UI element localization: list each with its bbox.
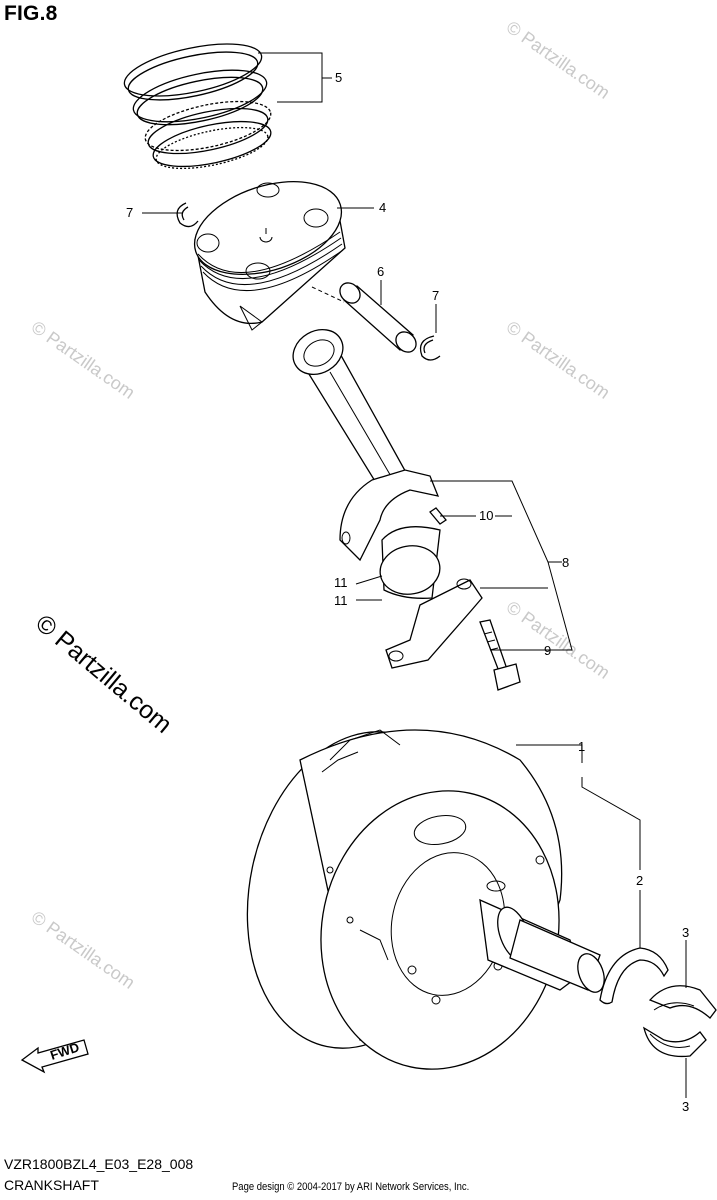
crankshaft-assembly[interactable] bbox=[219, 711, 609, 1092]
fwd-arrow-icon: FWD bbox=[20, 1039, 89, 1074]
callout-11-upper: 11 bbox=[334, 575, 348, 590]
callout-8: 8 bbox=[562, 555, 569, 570]
callout-7-right: 7 bbox=[432, 288, 439, 303]
page-credit: Page design © 2004-2017 by ARI Network S… bbox=[232, 1181, 470, 1193]
piston[interactable] bbox=[183, 165, 354, 331]
callout-3-lower: 3 bbox=[682, 1099, 689, 1114]
callout-7-left: 7 bbox=[126, 205, 133, 220]
callout-5: 5 bbox=[335, 70, 342, 85]
piston-ring-set[interactable] bbox=[120, 34, 275, 177]
crankshaft-bearing-upper[interactable] bbox=[648, 985, 717, 1019]
conrod-bolt[interactable] bbox=[479, 619, 521, 691]
callout-labels: 1 2 3 3 4 5 6 7 7 8 9 10 11 11 bbox=[126, 70, 689, 1114]
callout-6: 6 bbox=[377, 264, 384, 279]
circlip-left[interactable] bbox=[176, 202, 199, 228]
circlip-right[interactable] bbox=[419, 335, 441, 361]
callout-11-lower: 11 bbox=[334, 593, 348, 608]
figure-title: FIG.8 bbox=[4, 2, 58, 25]
watermark-faint: © Partzilla.com bbox=[503, 597, 614, 683]
watermark-faint: © Partzilla.com bbox=[503, 17, 614, 103]
dowel-pin[interactable] bbox=[429, 507, 447, 525]
connecting-rod[interactable] bbox=[285, 321, 483, 669]
callout-3-upper: 3 bbox=[682, 925, 689, 940]
callout-1: 1 bbox=[578, 739, 585, 754]
model-code: VZR1800BZL4_E03_E28_008 bbox=[4, 1156, 194, 1172]
watermark-faint: © Partzilla.com bbox=[503, 317, 614, 403]
callout-2: 2 bbox=[636, 873, 643, 888]
crankshaft-bearing-lower[interactable] bbox=[642, 1026, 707, 1058]
leader-lines bbox=[142, 52, 687, 1098]
piston-pin[interactable] bbox=[311, 279, 420, 356]
watermark-main: © Partzilla.com bbox=[30, 609, 177, 739]
watermark-faint: © Partzilla.com bbox=[28, 317, 139, 403]
callout-10: 10 bbox=[479, 508, 493, 523]
watermark-faint: © Partzilla.com bbox=[28, 907, 139, 993]
callout-9: 9 bbox=[544, 643, 551, 658]
diagram-caption: CRANKSHAFT bbox=[4, 1177, 99, 1193]
thrust-washer[interactable] bbox=[599, 947, 669, 1005]
callout-4: 4 bbox=[379, 200, 386, 215]
